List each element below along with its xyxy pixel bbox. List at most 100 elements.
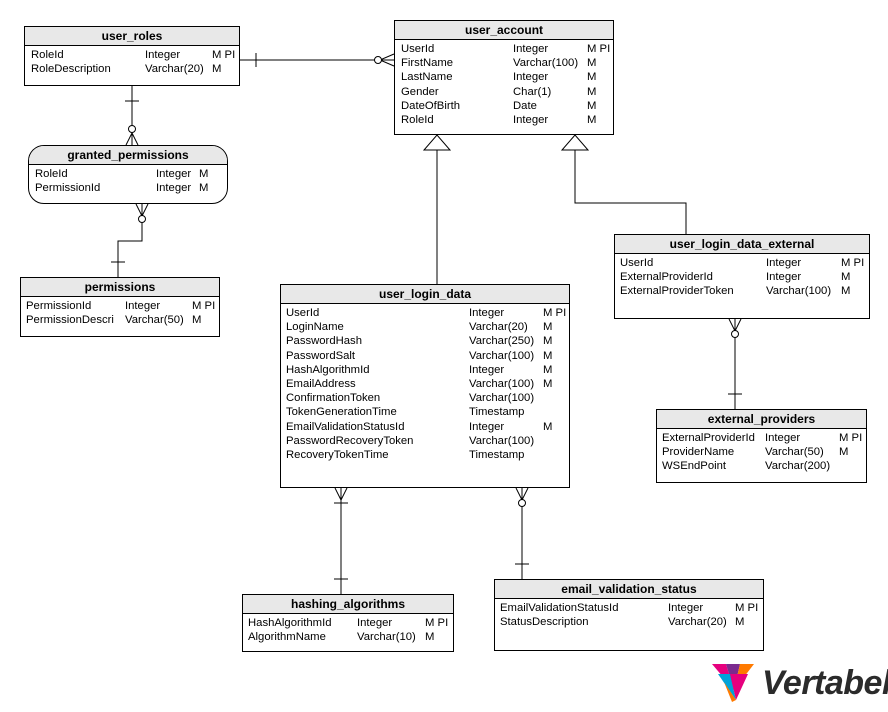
column-row: FirstName Varchar(100) M bbox=[395, 56, 613, 70]
column-row: LoginName Varchar(20) M bbox=[281, 320, 569, 334]
entity-title: user_account bbox=[395, 21, 613, 40]
column-type: Integer bbox=[125, 300, 161, 312]
column-type: Integer bbox=[766, 257, 802, 269]
column-type: Integer bbox=[469, 307, 505, 319]
column-type: Timestamp bbox=[469, 406, 525, 419]
column-type: Integer bbox=[156, 168, 192, 180]
column-type: Integer bbox=[469, 363, 505, 376]
column-type: Integer bbox=[513, 113, 549, 126]
column-flags: M PI bbox=[192, 300, 216, 312]
column-flags: M bbox=[212, 63, 222, 76]
column-name: WSEndPoint bbox=[662, 460, 727, 473]
column-type: Varchar(100) bbox=[469, 377, 535, 390]
column-name: HashAlgorithmId bbox=[286, 363, 370, 376]
column-flags: M PI bbox=[839, 432, 863, 444]
vertabelo-wordmark: Vertabelo bbox=[762, 664, 888, 702]
column-name: PasswordSalt bbox=[286, 349, 356, 362]
column-name: StatusDescription bbox=[500, 616, 589, 629]
column-name: AlgorithmName bbox=[248, 631, 326, 644]
column-type: Varchar(20) bbox=[469, 321, 528, 334]
column-flags: M bbox=[543, 377, 553, 390]
column-name: LoginName bbox=[286, 321, 344, 334]
entity-title: permissions bbox=[21, 278, 219, 297]
column-type: Integer bbox=[156, 182, 192, 195]
column-name: DateOfBirth bbox=[401, 99, 461, 112]
column-flags: M bbox=[192, 314, 202, 327]
entity-title: external_providers bbox=[657, 410, 866, 429]
column-row: PermissionDescri Varchar(50) M bbox=[21, 313, 219, 327]
column-name: PasswordRecoveryToken bbox=[286, 434, 414, 447]
entity-title: email_validation_status bbox=[495, 580, 763, 599]
vertabelo-logo-icon bbox=[712, 664, 754, 702]
entity-permissions[interactable]: permissions PermissionId Integer M PI Perm… bbox=[20, 277, 220, 337]
column-flags: M PI bbox=[212, 49, 236, 61]
column-flags: M bbox=[543, 321, 553, 334]
column-name: PermissionDescri bbox=[26, 314, 114, 327]
column-flags: M PI bbox=[841, 257, 865, 269]
link-granted-permissions-permissions bbox=[117, 204, 143, 277]
link-external-login-inheritance bbox=[574, 150, 687, 234]
column-type: Varchar(100) bbox=[513, 57, 579, 70]
column-name: FirstName bbox=[401, 57, 454, 70]
column-type: Integer bbox=[766, 271, 802, 284]
column-type: Integer bbox=[513, 43, 549, 55]
column-row: TokenGenerationTime Timestamp bbox=[281, 405, 569, 419]
column-type: Varchar(100) bbox=[469, 349, 535, 362]
column-flags: M bbox=[735, 616, 745, 629]
column-type: Date bbox=[513, 99, 537, 112]
column-name: ExternalProviderToken bbox=[620, 285, 734, 298]
column-name: LastName bbox=[401, 71, 453, 84]
column-type: Varchar(50) bbox=[125, 314, 184, 327]
column-type: Varchar(50) bbox=[765, 446, 824, 459]
entity-title: user_login_data_external bbox=[615, 235, 869, 254]
vertabelo-logo: Vertabelo bbox=[710, 660, 888, 706]
column-flags: M bbox=[425, 631, 435, 644]
entity-email-validation-status[interactable]: email_validation_status EmailValidationS… bbox=[494, 579, 764, 651]
entity-title: hashing_algorithms bbox=[243, 595, 453, 614]
column-flags: M bbox=[543, 420, 553, 433]
column-type: Varchar(20) bbox=[668, 616, 727, 629]
column-type: Varchar(20) bbox=[145, 63, 204, 76]
column-name: TokenGenerationTime bbox=[286, 406, 397, 419]
column-name: ExternalProviderId bbox=[662, 432, 755, 444]
column-type: Varchar(100) bbox=[469, 392, 535, 405]
column-flags: M PI bbox=[425, 617, 449, 629]
column-flags: M bbox=[587, 57, 597, 70]
column-name: EmailAddress bbox=[286, 377, 356, 390]
column-type: Varchar(250) bbox=[469, 335, 535, 348]
column-type: Integer bbox=[145, 49, 181, 61]
column-flags: M bbox=[841, 285, 851, 298]
column-flags: M PI bbox=[543, 307, 567, 319]
column-flags: M bbox=[587, 113, 597, 126]
column-name: HashAlgorithmId bbox=[248, 617, 332, 629]
entity-title: granted_permissions bbox=[29, 146, 227, 165]
column-name: PermissionId bbox=[26, 300, 92, 312]
